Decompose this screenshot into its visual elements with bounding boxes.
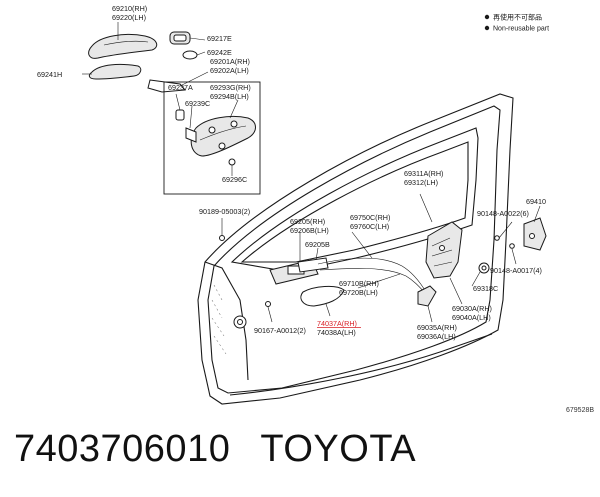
part-label: 69710B(RH) — [339, 279, 379, 288]
gasket-part — [182, 50, 198, 60]
part-label: 74037A(RH) — [317, 319, 357, 328]
part-label: 69312(LH) — [404, 178, 438, 187]
legend-text-en: Non-reusable part — [493, 26, 549, 33]
part-label: 69242E — [207, 48, 232, 57]
outside-handle-assembly — [82, 22, 209, 93]
non-reusable-symbol-icon — [484, 25, 490, 31]
outside-handle-part — [88, 33, 158, 59]
handle-pad-part — [88, 63, 142, 80]
part-label: 69040A(LH) — [452, 313, 491, 322]
door-frame — [197, 93, 514, 405]
lock-cylinder-box — [163, 81, 261, 195]
part-label: 69237A — [168, 83, 193, 92]
striker-part — [523, 217, 547, 251]
figure-number: 679528B — [566, 407, 594, 414]
part-label: 69410 — [526, 197, 546, 206]
part-label: 90189-05003(2) — [199, 207, 250, 216]
lock-protector-part — [417, 285, 437, 307]
part-label: 69217E — [207, 34, 232, 43]
part-label: 74038A(LH) — [317, 328, 356, 337]
part-label: 69760C(LH) — [350, 222, 389, 231]
part-label: 69293G(RH) — [210, 83, 251, 92]
part-label: 69296C — [222, 175, 247, 184]
part-label: 69035A(RH) — [417, 323, 457, 332]
brand-name: TOYOTA — [260, 428, 417, 470]
part-label: 69318C — [473, 284, 498, 293]
non-reusable-symbol-icon — [484, 14, 490, 20]
door-lock-assembly — [417, 193, 547, 323]
part-label: 90148-A0017(4) — [490, 266, 542, 275]
part-label: 69210(RH) — [112, 4, 147, 13]
part-label: 69241H — [37, 70, 62, 79]
part-caption: 7403706010 TOYOTA — [14, 428, 416, 471]
legend: 再使用不可部品 Non-reusable part — [484, 13, 549, 33]
part-label: 90167-A0012(2) — [254, 326, 306, 335]
inside-handle-assembly — [219, 218, 429, 323]
legend-text-jp: 再使用不可部品 — [493, 13, 542, 22]
part-label: 69206B(LH) — [290, 226, 329, 235]
part-label: 69205(RH) — [290, 217, 325, 226]
part-label: 69220(LH) — [112, 13, 146, 22]
part-label: 69036A(LH) — [417, 332, 456, 341]
highlighted-part-74037A — [300, 285, 345, 307]
part-label: 90148-A0022(6) — [477, 209, 529, 218]
callout-labels: 69210(RH) 69220(LH) 69217E 69242E 69201A… — [37, 4, 546, 341]
part-label: 69311A(RH) — [404, 169, 443, 178]
part-label: 69202A(LH) — [210, 66, 249, 75]
part-label: 69239C — [185, 99, 210, 108]
part-number: 7403706010 — [14, 428, 231, 470]
part-label: 69030A(RH) — [452, 304, 492, 313]
part-label: 69201A(RH) — [210, 57, 250, 66]
part-label: 69294B(LH) — [210, 92, 249, 101]
part-label: 69205B — [305, 240, 330, 249]
part-label: 69720B(LH) — [339, 288, 378, 297]
part-label: 69750C(RH) — [350, 213, 390, 222]
